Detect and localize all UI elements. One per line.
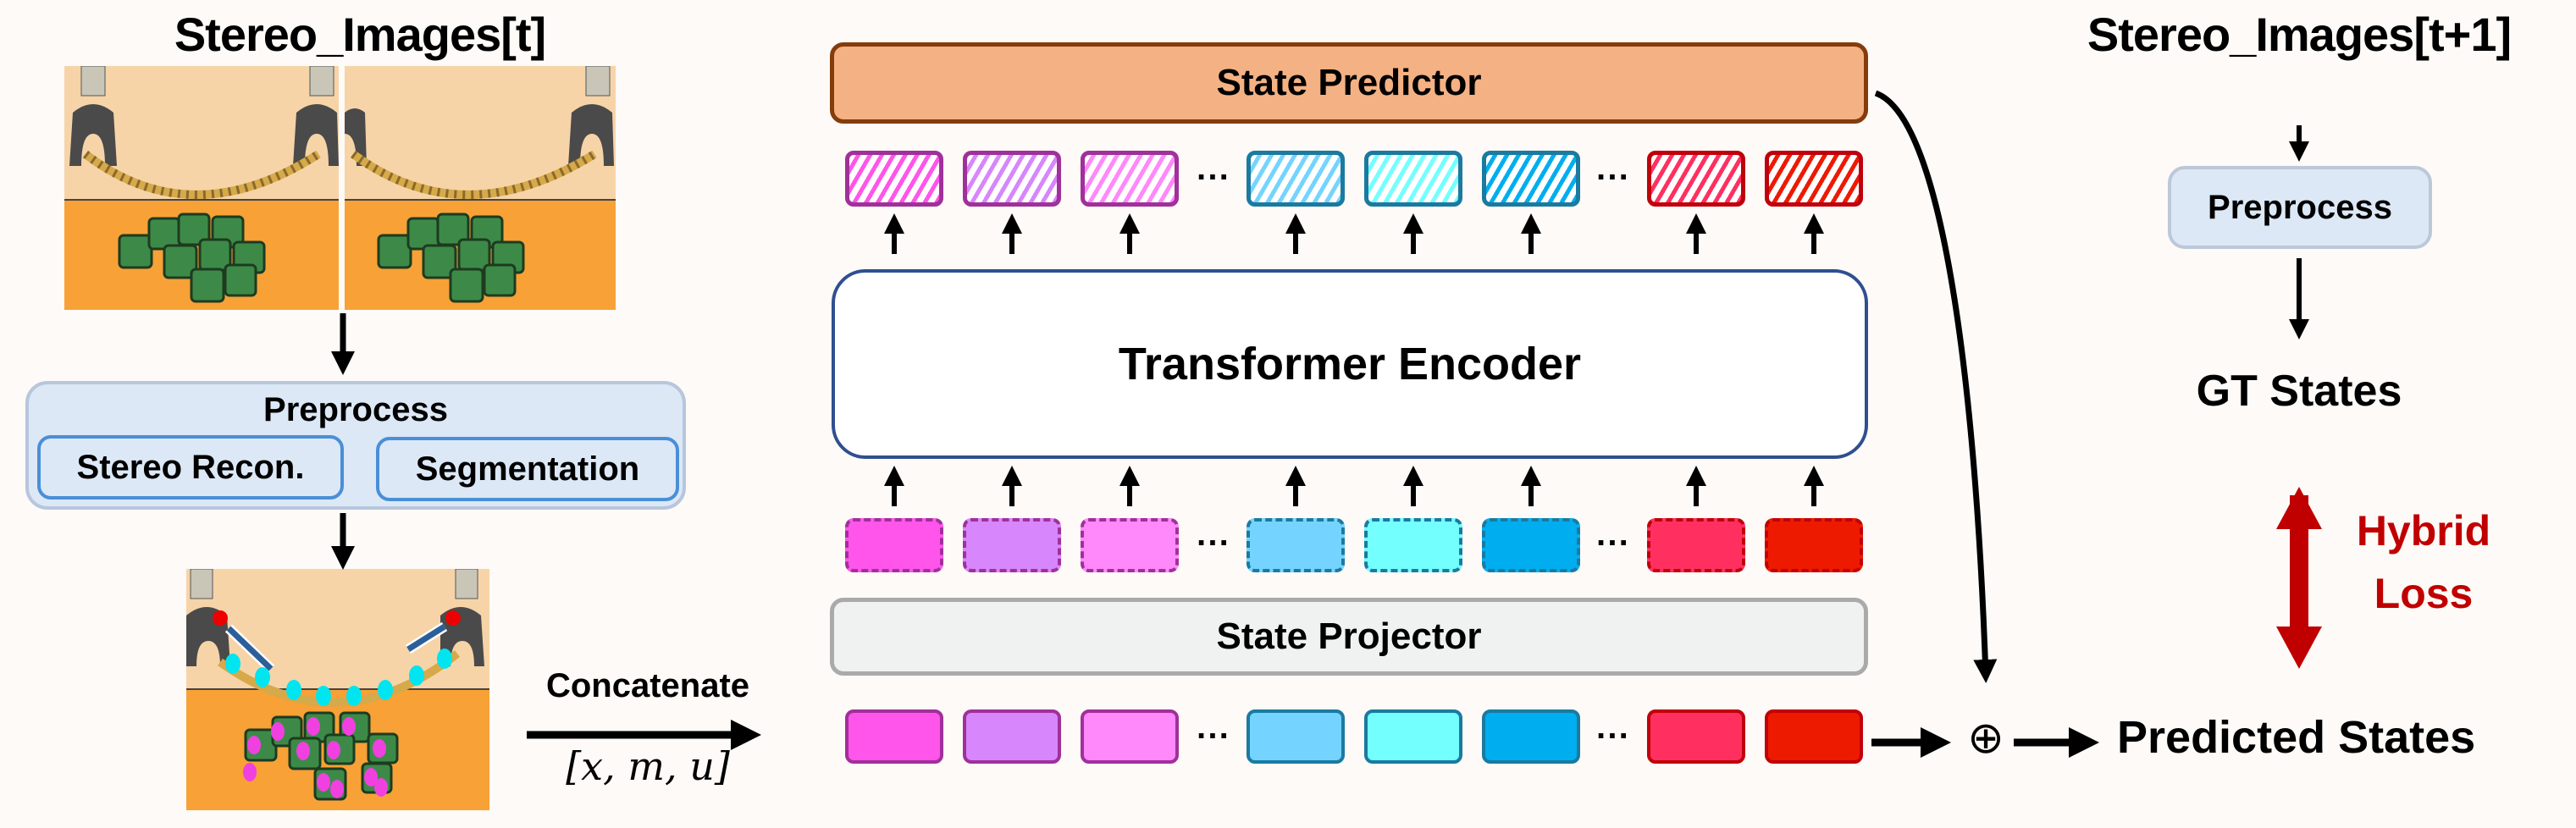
input-token-gripper: [1647, 709, 1745, 764]
output-token-deformable: [1081, 151, 1179, 207]
input-token-deformable: [1081, 709, 1179, 764]
stereo-image-right: [345, 66, 616, 310]
arrow-up-head: [1804, 466, 1824, 486]
arrow-up-head: [1521, 466, 1541, 486]
embedded-token-deformable: [845, 518, 943, 572]
output-token-gripper: [1765, 151, 1863, 207]
arrow-up-head: [1285, 213, 1306, 234]
embedded-token-gripper: [1647, 518, 1745, 572]
add-operator-icon: ⊕: [1967, 714, 2004, 763]
output-token-gripper: [1647, 151, 1745, 207]
input-token-rope: [1364, 709, 1462, 764]
preprocess-block-right: Preprocess: [2168, 166, 2432, 249]
arrow-up-head: [1285, 466, 1306, 486]
ellipsis: ···: [1197, 717, 1230, 755]
input-token-gripper: [1765, 709, 1863, 764]
arrow-up-head: [1686, 213, 1706, 234]
embedded-token-deformable: [963, 518, 1061, 572]
embedded-token-rope: [1247, 518, 1345, 572]
embedded-token-rope: [1482, 518, 1580, 572]
preprocess-block: Preprocess Stereo Recon. Segmentation: [25, 381, 686, 510]
transformer-encoder: Transformer Encoder: [832, 269, 1868, 459]
input-token-rope: [1247, 709, 1345, 764]
arrow-up-head: [1002, 466, 1022, 486]
concatenate-label: Concatenate: [545, 667, 750, 704]
ellipsis: ···: [1197, 158, 1230, 196]
input-title-t-plus-1: Stereo_Images[t+1]: [2087, 8, 2512, 61]
ellipsis: ···: [1596, 158, 1630, 196]
concat-variables: [x, m, u]: [566, 743, 730, 789]
stereo-image-left: [64, 66, 339, 310]
arrow-up-head: [884, 466, 904, 486]
hybrid-loss-label-line2: Loss: [2374, 570, 2474, 617]
ellipsis: ···: [1596, 524, 1630, 562]
output-token-rope: [1482, 151, 1580, 207]
skip-connection-arrow: [1874, 90, 1998, 683]
arrow-up-head: [1403, 213, 1423, 234]
input-token-deformable: [845, 709, 943, 764]
embedded-token-gripper: [1765, 518, 1863, 572]
arrow-up-head: [1686, 466, 1706, 486]
output-token-deformable: [845, 151, 943, 207]
input-title-t: Stereo_Images[t]: [174, 8, 546, 61]
arrow-up-head: [1804, 213, 1824, 234]
embedded-token-rope: [1364, 518, 1462, 572]
gt-states-label: GT States: [2196, 367, 2402, 416]
arrow-up-head: [1119, 466, 1140, 486]
ellipsis: ···: [1596, 717, 1630, 755]
arrow-up-head: [1002, 213, 1022, 234]
arrow-up-head: [1119, 213, 1140, 234]
output-token-rope: [1364, 151, 1462, 207]
arrow-up-head: [1521, 213, 1541, 234]
processed-image: [186, 569, 489, 810]
arrow-up-head: [884, 213, 904, 234]
ellipsis: ···: [1197, 524, 1230, 562]
hybrid-loss-label-line1: Hybrid: [2356, 507, 2491, 555]
output-token-deformable: [963, 151, 1061, 207]
output-token-rope: [1247, 151, 1345, 207]
preprocess-title: Preprocess: [263, 391, 448, 428]
stereo-image-pair: [64, 66, 616, 310]
embedded-token-deformable: [1081, 518, 1179, 572]
state-predictor: State Predictor: [830, 42, 1868, 124]
state-projector: State Projector: [830, 598, 1868, 676]
predicted-states-label: Predicted States: [2117, 712, 2476, 763]
input-token-rope: [1482, 709, 1580, 764]
input-token-deformable: [963, 709, 1061, 764]
stereo-recon-step: Stereo Recon.: [37, 435, 344, 500]
arrow-up-head: [1403, 466, 1423, 486]
segmentation-step: Segmentation: [376, 437, 679, 501]
